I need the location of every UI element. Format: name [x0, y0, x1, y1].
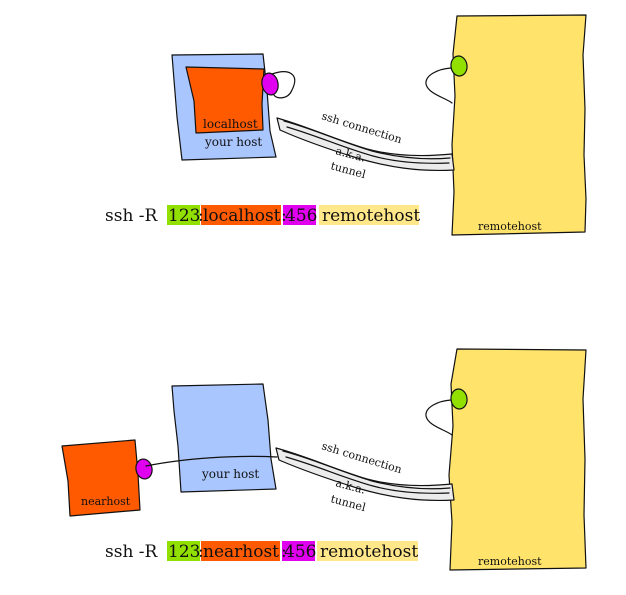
top-command-port2-bg	[283, 205, 316, 225]
bottom-command-host-bg	[201, 541, 280, 561]
top-command-remote-bg	[319, 205, 419, 225]
top-command-host-bg	[201, 205, 281, 225]
bottom-command-remote: remotehost	[320, 542, 418, 562]
top-command-port1: 123	[168, 206, 200, 226]
top-command-sep1: :	[198, 206, 204, 226]
bottom-remote-host-label: remotehost	[478, 555, 542, 568]
top-localhost-label: localhost	[203, 117, 258, 131]
bottom-command-port1-bg	[167, 541, 200, 561]
top-command-text: ssh -R 123 : localhost : 456 remotehost	[105, 206, 420, 226]
bottom-diagram: remotehost your host nearhost ssh connec…	[61, 348, 587, 571]
bottom-command-port2: 456	[284, 542, 316, 562]
bottom-remote-host-box	[448, 348, 587, 571]
top-command-prefix: ssh -R	[105, 206, 163, 226]
bottom-command-sep2: :	[281, 542, 287, 562]
top-tunnel-inner-line-1	[283, 120, 451, 160]
bottom-local-host-label: your host	[201, 467, 259, 481]
bottom-tunnel-inner-line-2	[285, 456, 450, 494]
top-localhost-box	[185, 66, 265, 134]
bottom-target-port-circle	[135, 458, 153, 480]
bottom-command-prefix: ssh -R	[105, 542, 163, 562]
top-remote-port-circle	[450, 55, 468, 77]
top-command-remote: remotehost	[322, 206, 420, 226]
top-target-port-circle	[261, 72, 279, 96]
bottom-nearhost-box	[61, 439, 141, 517]
bottom-remote-port-loop	[425, 399, 453, 436]
bottom-command-host: nearhost	[203, 542, 279, 562]
bottom-command-text: ssh -R 123 : nearhost : 456 remotehost	[105, 542, 418, 562]
bottom-nearhost-label: nearhost	[81, 495, 131, 508]
bottom-command-port1: 123	[168, 542, 200, 562]
top-target-port-loop	[271, 71, 296, 99]
top-remote-host-label: remotehost	[478, 220, 542, 233]
top-tunnel-inner-line-2	[286, 126, 450, 164]
top-local-host-label: your host	[204, 135, 262, 149]
top-command-sep2: :	[281, 206, 287, 226]
top-remote-host-box	[451, 14, 587, 236]
bottom-tunnel-inner-line-1	[282, 450, 451, 490]
top-remote-port-loop	[425, 67, 453, 104]
bottom-command-port2-bg	[282, 541, 315, 561]
bottom-forward-line	[145, 455, 278, 467]
bottom-command-sep1: :	[198, 542, 204, 562]
bottom-command-remote-bg	[317, 541, 418, 561]
top-command-host: localhost	[203, 206, 281, 226]
top-diagram: remotehost localhost your host ssh conne…	[105, 14, 587, 236]
top-command-port1-bg	[167, 205, 200, 225]
bottom-local-host-box	[171, 383, 277, 493]
top-command-port2: 456	[285, 206, 317, 226]
